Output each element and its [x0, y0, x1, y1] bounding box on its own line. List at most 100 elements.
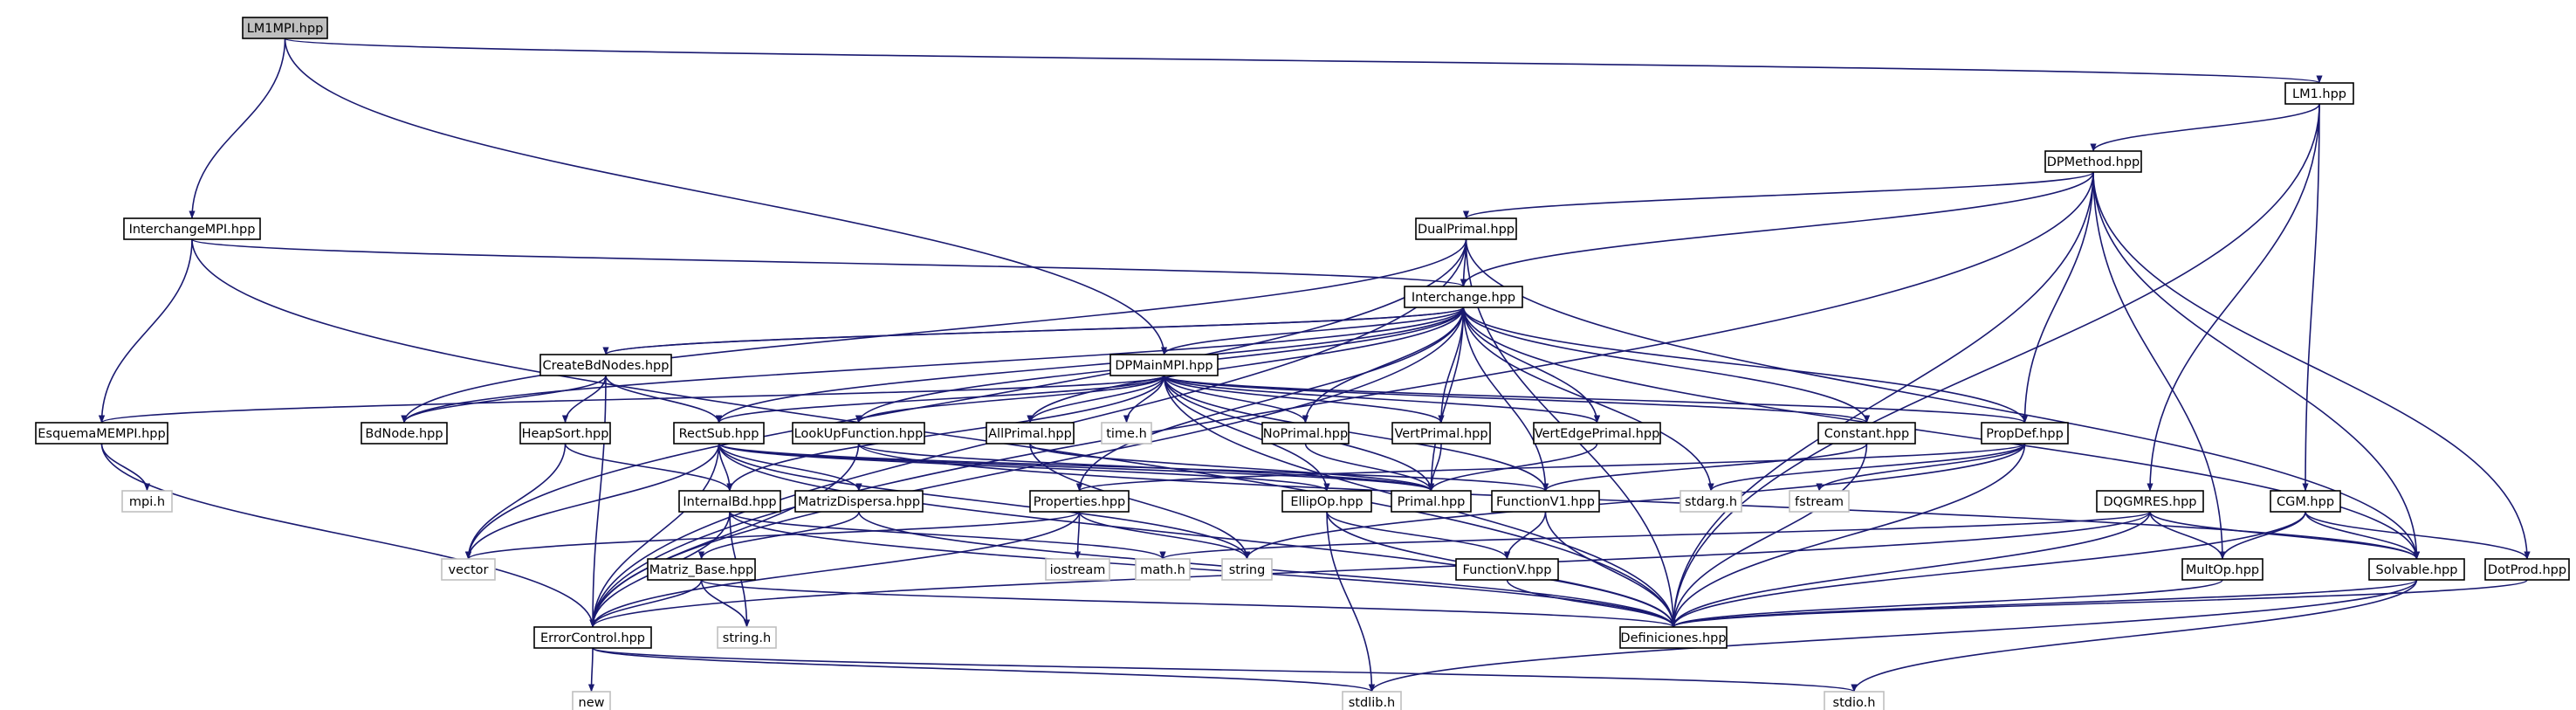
- node-box: [1261, 422, 1350, 445]
- node-dpmainmpi[interactable]: DPMainMPI.hpp: [1109, 354, 1219, 376]
- node-matrizdispersa[interactable]: MatrizDispersa.hpp: [794, 490, 924, 513]
- node-box: [1491, 490, 1600, 513]
- edge-solvable-to-definiciones: [1670, 579, 2418, 628]
- edge-cgm-to-dotprod: [2305, 511, 2531, 560]
- node-box: [2270, 490, 2341, 513]
- node-box: [1029, 490, 1130, 513]
- node-createbdnodes[interactable]: CreateBdNodes.hpp: [539, 354, 672, 376]
- node-allprimal[interactable]: AllPrimal.hpp: [986, 422, 1075, 445]
- edge-dpmethod-to-errorcontrol: [589, 171, 2094, 628]
- edge-dpmainmpi-to-rectsub: [716, 375, 1165, 424]
- node-label: math.h: [1140, 563, 1185, 577]
- node-box: [647, 558, 756, 581]
- node-box: [792, 422, 925, 445]
- edge-rectsub-to-ellipop: [718, 443, 1330, 492]
- node-label: RectSub.hpp: [679, 427, 759, 441]
- edge-properties-to-iostream: [1074, 511, 1082, 560]
- node-dotprod[interactable]: DotProd.hpp: [2484, 558, 2570, 581]
- node-box: [1391, 422, 1491, 445]
- edge-interchange-to-solvable: [1462, 307, 2421, 560]
- node-mathh: math.h: [1135, 558, 1191, 581]
- node-multop[interactable]: MultOp.hpp: [2181, 558, 2263, 581]
- node-fstream: fstream: [1789, 490, 1850, 513]
- node-box: [1533, 422, 1661, 445]
- node-timeh: time.h: [1101, 422, 1152, 445]
- node-box: [717, 626, 777, 649]
- edge-lm1mpi-to-lm1: [284, 38, 2322, 84]
- node-propdef[interactable]: PropDef.hpp: [1981, 422, 2069, 445]
- node-box: [1415, 217, 1517, 240]
- node-label: iostream: [1050, 563, 1106, 577]
- node-lookupfunction[interactable]: LookUpFunction.hpp: [792, 422, 925, 445]
- node-label: EllipOp.hpp: [1290, 495, 1363, 509]
- node-cgm[interactable]: CGM.hpp: [2270, 490, 2341, 513]
- node-box: [2368, 558, 2465, 581]
- node-lm1[interactable]: LM1.hpp: [2284, 82, 2354, 105]
- edge-rectsub-to-string: [718, 443, 1251, 560]
- node-box: [1404, 286, 1523, 308]
- node-dqgmres[interactable]: DQGMRES.hpp: [2096, 490, 2204, 513]
- node-box: [533, 626, 652, 649]
- node-label: Solvable.hpp: [2376, 563, 2458, 577]
- edge-constant-to-functionv1: [1542, 443, 1868, 492]
- edge-cgm-to-solvable: [2305, 511, 2421, 560]
- node-noprimal[interactable]: NoPrimal.hpp: [1261, 422, 1350, 445]
- node-matrizbase[interactable]: Matriz_Base.hpp: [647, 558, 756, 581]
- node-box: [1391, 490, 1472, 513]
- node-box: [123, 217, 261, 240]
- node-label: InterchangeMPI.hpp: [129, 223, 256, 237]
- node-vertprimal[interactable]: VertPrimal.hpp: [1391, 422, 1491, 445]
- node-label: CGM.hpp: [2277, 495, 2334, 509]
- node-label: DualPrimal.hpp: [1418, 223, 1515, 237]
- node-functionv[interactable]: FunctionV.hpp: [1455, 558, 1559, 581]
- edge-functionv1-to-functionv: [1503, 511, 1547, 560]
- node-label: NoPrimal.hpp: [1263, 427, 1348, 441]
- node-label: Constant.hpp: [1824, 427, 1909, 441]
- node-box: [1109, 354, 1219, 376]
- node-primal[interactable]: Primal.hpp: [1391, 490, 1472, 513]
- edge-lm1-to-dpmethod: [2090, 103, 2320, 152]
- edge-ellipop-to-stdlibh: [1326, 511, 1376, 693]
- node-label: DQGMRES.hpp: [2104, 495, 2197, 509]
- node-solvable[interactable]: Solvable.hpp: [2368, 558, 2465, 581]
- edge-createbdnodes-to-heapsort: [561, 375, 607, 424]
- edge-errorcontrol-to-new: [587, 647, 595, 693]
- node-label: mpi.h: [129, 495, 165, 509]
- edge-interchangempi-to-interchange: [191, 238, 1467, 287]
- node-internalbd[interactable]: InternalBd.hpp: [678, 490, 781, 513]
- node-definiciones[interactable]: Definiciones.hpp: [1619, 626, 1728, 649]
- node-label: vector: [449, 563, 489, 577]
- node-label: CreateBdNodes.hpp: [543, 359, 670, 373]
- node-functionv1[interactable]: FunctionV1.hpp: [1491, 490, 1600, 513]
- node-label: Properties.hpp: [1034, 495, 1126, 509]
- node-errorcontrol[interactable]: ErrorControl.hpp: [533, 626, 652, 649]
- node-box: [1045, 558, 1110, 581]
- node-dpmethod[interactable]: DPMethod.hpp: [2044, 150, 2142, 173]
- node-dualprimal[interactable]: DualPrimal.hpp: [1415, 217, 1517, 240]
- edge-matrizbase-to-definiciones: [700, 579, 1677, 628]
- edge-dpmainmpi-to-vertedgeprimal: [1163, 375, 1600, 424]
- node-box: [1824, 691, 1885, 710]
- node-heapsort[interactable]: HeapSort.hpp: [519, 422, 611, 445]
- node-box: [678, 490, 781, 513]
- node-label: MultOp.hpp: [2186, 563, 2259, 577]
- edge-errorcontrol-to-stdlibh: [592, 647, 1375, 693]
- node-label: LM1.hpp: [2292, 87, 2346, 101]
- edge-dualprimal-to-solvable: [1465, 238, 2421, 560]
- node-interchangempi[interactable]: InterchangeMPI.hpp: [123, 217, 261, 240]
- edge-dpmainmpi-to-internalbd: [726, 375, 1165, 492]
- node-properties[interactable]: Properties.hpp: [1029, 490, 1130, 513]
- node-bdnode[interactable]: BdNode.hpp: [361, 422, 448, 445]
- edge-createbdnodes-to-bdnode: [401, 375, 607, 424]
- node-esquemamempi[interactable]: EsquemaMEMPI.hpp: [35, 422, 168, 445]
- node-label: Matriz_Base.hpp: [649, 563, 753, 577]
- node-lm1mpi[interactable]: LM1MPI.hpp: [242, 17, 328, 39]
- node-box: [2044, 150, 2142, 173]
- node-interchange[interactable]: Interchange.hpp: [1404, 286, 1523, 308]
- node-constant[interactable]: Constant.hpp: [1817, 422, 1916, 445]
- node-rectsub[interactable]: RectSub.hpp: [673, 422, 765, 445]
- node-ellipop[interactable]: EllipOp.hpp: [1281, 490, 1372, 513]
- node-vertedgeprimal[interactable]: VertEdgePrimal.hpp: [1533, 422, 1661, 445]
- node-label: Definiciones.hpp: [1620, 631, 1726, 645]
- edge-dpmainmpi-to-allprimal: [1027, 375, 1165, 424]
